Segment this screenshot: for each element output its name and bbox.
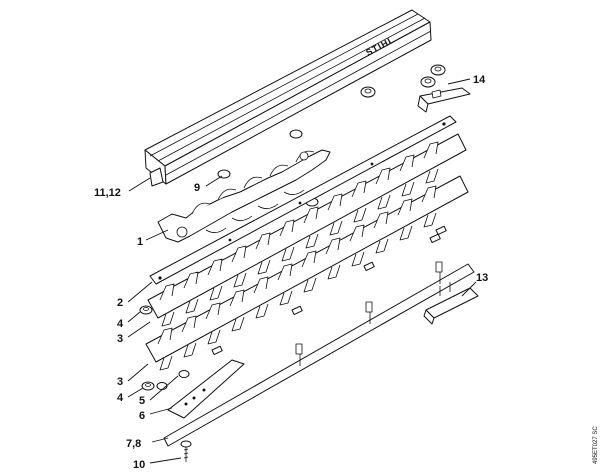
spacer-9 — [217, 129, 319, 207]
callout-1: 1 — [137, 236, 143, 248]
guide-plate-2 — [149, 115, 457, 285]
callout-4-upper: 4 — [117, 318, 124, 330]
gib-strip-6 — [167, 359, 245, 419]
callout-6: 6 — [139, 410, 145, 422]
bracket-14 — [417, 87, 471, 113]
callout-9: 9 — [194, 182, 200, 194]
drawing-code: 495ET027 SC — [593, 426, 599, 464]
callout-4-lower: 4 — [117, 392, 124, 404]
callout-2: 2 — [117, 297, 123, 309]
end-cap-13 — [423, 282, 479, 325]
callout-labels: 14 11,12 9 1 13 2 4 3 3 4 5 6 7,8 10 — [94, 74, 488, 471]
callout-10: 10 — [133, 459, 145, 471]
nut-pair-14 — [420, 64, 446, 88]
callout-3-upper: 3 — [117, 333, 123, 345]
callout-5: 5 — [139, 395, 145, 407]
leader-lines — [127, 78, 477, 464]
callout-14: 14 — [473, 74, 486, 86]
callout-13: 13 — [476, 272, 488, 284]
cutting-blade-lower — [145, 175, 469, 371]
cutting-blade-upper — [147, 133, 467, 327]
slot-insert-small — [211, 225, 447, 356]
callout-11-12: 11,12 — [94, 187, 121, 199]
support-bar — [163, 261, 475, 447]
spacer-4-upper — [139, 305, 153, 315]
nut-upper — [360, 86, 376, 98]
washer-5 — [178, 370, 190, 378]
screw-10 — [180, 440, 192, 462]
drive-plate-1 — [157, 149, 331, 243]
blade-guard: STIHL — [144, 9, 432, 187]
callout-3-lower: 3 — [117, 376, 123, 388]
callout-7-8: 7,8 — [126, 438, 141, 450]
